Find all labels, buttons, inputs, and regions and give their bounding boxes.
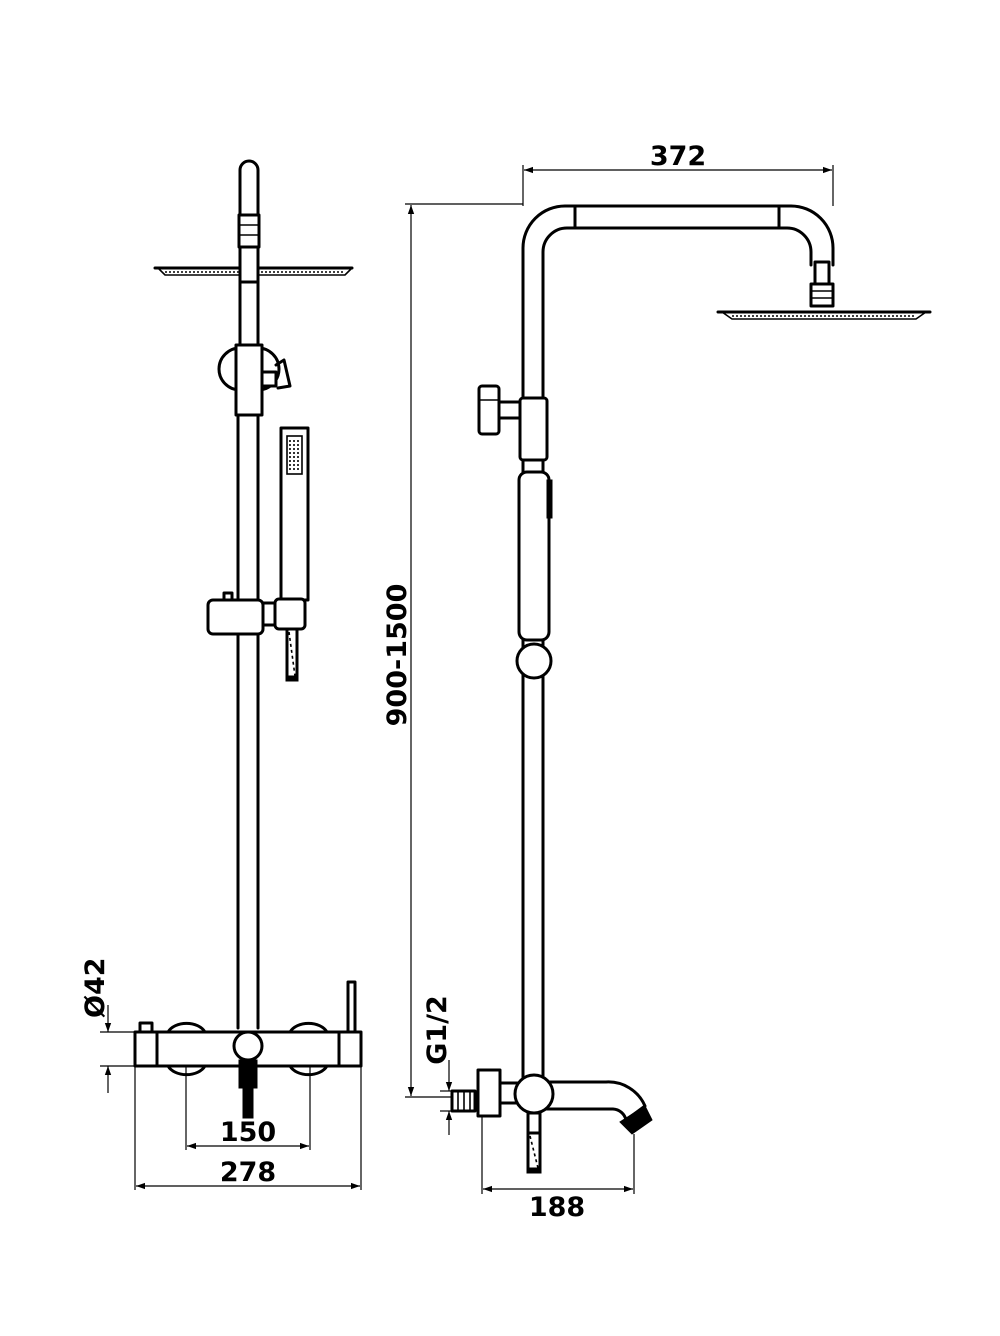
label-spout-projection: 188: [529, 1192, 585, 1223]
label-front-width: 278: [220, 1157, 276, 1188]
label-arm-reach: 372: [650, 141, 706, 172]
hand-shower-hose: [285, 627, 299, 682]
side-diverter: [477, 384, 549, 462]
front-view: Ø42 150 278: [80, 159, 363, 1190]
dim-arm-reach: 372: [522, 141, 834, 206]
side-connector-nut: [813, 260, 831, 286]
shower-arm: [521, 204, 835, 400]
riser-top-nut: [237, 213, 261, 249]
shower-head-connector: [238, 245, 260, 284]
side-hand-shower: [517, 470, 553, 642]
side-view: 372 900-1500 G1/2 188: [382, 141, 932, 1223]
label-inlet-thread: G1/2: [422, 995, 453, 1065]
dim-inlet-centers: 150: [185, 1066, 311, 1150]
hand-shower: [279, 426, 310, 602]
label-height-range: 900-1500: [382, 584, 413, 727]
side-connector-ball: [809, 282, 835, 308]
dim-front-width: 278: [134, 1066, 362, 1190]
dim-inlet-thread: G1/2: [422, 995, 453, 1135]
side-mixer-body: [450, 1068, 653, 1174]
dim-spout-projection: 188: [481, 1116, 635, 1223]
dim-height-range: 900-1500: [382, 203, 523, 1098]
label-pipe-diameter: Ø42: [80, 957, 111, 1018]
side-slide-knob: [515, 642, 553, 680]
thermostatic-mixer-front: [133, 980, 363, 1119]
slide-bracket: [206, 591, 307, 636]
side-rain-shower-head: [716, 310, 932, 320]
diverter-body: [217, 343, 292, 417]
riser-top-cap: [238, 159, 260, 217]
dim-pipe-diameter: Ø42: [80, 957, 135, 1093]
label-inlet-centers: 150: [220, 1117, 276, 1148]
